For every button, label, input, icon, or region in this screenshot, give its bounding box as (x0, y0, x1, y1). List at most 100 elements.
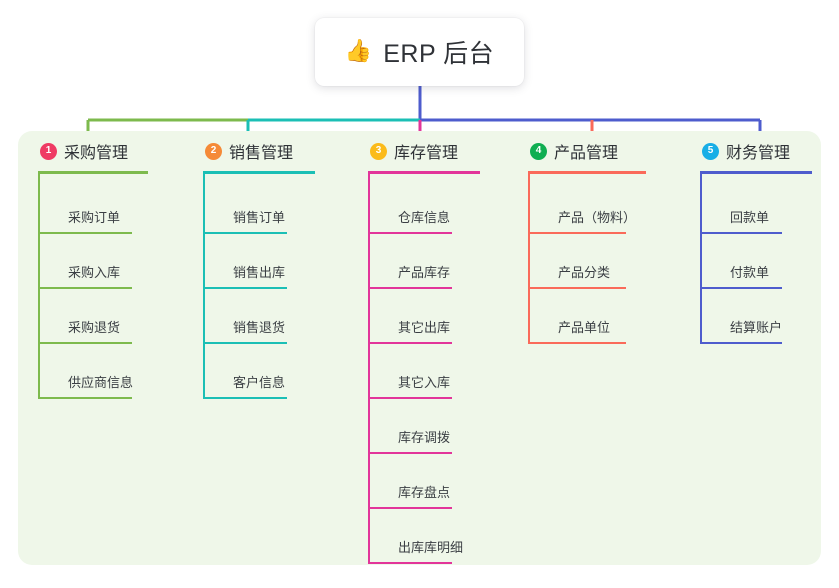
branch-item-list: 产品（物料） 产品分类产品单位 (528, 179, 636, 344)
branch-number-badge: 5 (702, 142, 719, 160)
branch-item[interactable]: 付款单 (700, 234, 790, 289)
branch-header-rule (38, 171, 148, 174)
branch-spine (700, 174, 702, 344)
branch-header-label: 采购管理 (64, 145, 129, 162)
branch-item-label: 供应商信息 (68, 375, 134, 390)
branch-header-rule (368, 171, 480, 174)
branch-item-label: 其它出库 (398, 320, 451, 335)
branch-item[interactable]: 采购订单 (38, 179, 132, 234)
branch-header-1[interactable]: 1 采购管理 (38, 131, 128, 171)
branch-item-label: 结算账户 (730, 320, 783, 335)
branch-item[interactable]: 产品单位 (528, 289, 626, 344)
branch-item-rule (205, 397, 287, 399)
branch-item-rule (370, 397, 452, 399)
branch-header-2[interactable]: 2 销售管理 (203, 131, 293, 171)
root-node-content: 👍 ERP 后台 (345, 34, 494, 70)
branch-item-list: 回款单付款单结算账户 (700, 179, 790, 344)
branch-item-rule (702, 232, 782, 234)
branch-item[interactable]: 采购退货 (38, 289, 132, 344)
branch-item[interactable]: 供应商信息 (38, 344, 133, 399)
branch-item-rule (205, 287, 287, 289)
branch-column-4: 4 产品管理产品（物料） 产品分类产品单位 (528, 131, 646, 344)
branch-item[interactable]: 销售订单 (203, 179, 293, 234)
branch-item-rule (40, 342, 132, 344)
branch-header-label: 财务管理 (726, 145, 791, 162)
branch-item-rule (702, 342, 782, 344)
branch-header-label: 销售管理 (229, 145, 294, 162)
branch-item-label: 库存调拨 (398, 430, 451, 445)
branch-item-rule (370, 562, 452, 564)
branch-item-list: 销售订单销售出库销售退货客户信息 (203, 179, 293, 399)
branch-item[interactable]: 产品库存 (368, 234, 458, 289)
branch-item-rule (40, 232, 132, 234)
branch-header-label: 库存管理 (394, 145, 459, 162)
branch-item-label: 付款单 (730, 265, 770, 280)
branch-item[interactable]: 采购入库 (38, 234, 132, 289)
branch-spine (38, 174, 40, 399)
branch-item-label: 销售订单 (233, 210, 286, 225)
branch-item-rule (370, 452, 452, 454)
branch-spine (368, 174, 370, 564)
root-node-title: ERP 后台 (383, 40, 495, 68)
branch-header-rule (700, 171, 812, 174)
branch-item[interactable]: 其它入库 (368, 344, 458, 399)
branch-header-rule (528, 171, 646, 174)
branch-item-label: 采购订单 (68, 210, 121, 225)
branch-header-4[interactable]: 4 产品管理 (528, 131, 618, 171)
branch-item-label: 出库库明细 (398, 540, 464, 555)
branch-item-rule (530, 232, 626, 234)
branch-item[interactable]: 产品分类 (528, 234, 626, 289)
branch-column-3: 3 库存管理仓库信息产品库存其它出库其它入库库存调拨库存盘点出库库明细 (368, 131, 480, 564)
branch-item-rule (370, 232, 452, 234)
branch-column-5: 5 财务管理回款单付款单结算账户 (700, 131, 812, 344)
branch-item-label: 销售出库 (233, 265, 286, 280)
branch-item[interactable]: 回款单 (700, 179, 790, 234)
branch-number-badge: 2 (205, 142, 222, 160)
branch-header-label: 产品管理 (554, 145, 619, 162)
branch-item[interactable]: 出库库明细 (368, 509, 463, 564)
branch-item[interactable]: 仓库信息 (368, 179, 458, 234)
branch-item-label: 仓库信息 (398, 210, 451, 225)
branch-item[interactable]: 客户信息 (203, 344, 293, 399)
branch-item-label: 库存盘点 (398, 485, 451, 500)
branch-item-label: 销售退货 (233, 320, 286, 335)
branch-item-rule (40, 287, 132, 289)
branch-item-label: 采购入库 (68, 265, 121, 280)
branch-header-5[interactable]: 5 财务管理 (700, 131, 790, 171)
branch-item-label: 产品单位 (558, 320, 611, 335)
branch-item-label: 客户信息 (233, 375, 286, 390)
branch-item-label: 采购退货 (68, 320, 121, 335)
branch-column-1: 1 采购管理采购订单采购入库采购退货供应商信息 (38, 131, 148, 399)
branch-number-badge: 3 (370, 142, 387, 160)
thumbs-up-icon: 👍 (344, 38, 373, 63)
branch-item-label: 产品（物料） (558, 210, 637, 225)
branch-item[interactable]: 销售退货 (203, 289, 293, 344)
branch-item-label: 产品分类 (558, 265, 611, 280)
branch-item[interactable]: 产品（物料） (528, 179, 636, 234)
branch-item[interactable]: 库存盘点 (368, 454, 458, 509)
branch-item[interactable]: 销售出库 (203, 234, 293, 289)
branch-number-badge: 4 (530, 142, 547, 160)
branch-item-rule (530, 342, 626, 344)
branch-header-rule (203, 171, 315, 174)
branch-item[interactable]: 结算账户 (700, 289, 790, 344)
branches-panel: 1 采购管理采购订单采购入库采购退货供应商信息 2 销售管理销售订单销售出库销售退货客… (18, 131, 821, 565)
branch-item-label: 回款单 (730, 210, 770, 225)
branch-spine (203, 174, 205, 399)
branch-item-rule (205, 342, 287, 344)
branch-item-list: 采购订单采购入库采购退货供应商信息 (38, 179, 133, 399)
branch-spine (528, 174, 530, 344)
root-node-card[interactable]: 👍 ERP 后台 (315, 18, 524, 86)
branch-item-label: 产品库存 (398, 265, 451, 280)
branch-item-rule (370, 287, 452, 289)
branch-item[interactable]: 其它出库 (368, 289, 458, 344)
branch-column-2: 2 销售管理销售订单销售出库销售退货客户信息 (203, 131, 315, 399)
branch-item[interactable]: 库存调拨 (368, 399, 458, 454)
branch-item-rule (370, 342, 452, 344)
branch-header-3[interactable]: 3 库存管理 (368, 131, 458, 171)
branch-number-badge: 1 (40, 142, 57, 160)
branch-item-rule (205, 232, 287, 234)
branch-item-list: 仓库信息产品库存其它出库其它入库库存调拨库存盘点出库库明细 (368, 179, 463, 564)
branch-item-rule (40, 397, 132, 399)
